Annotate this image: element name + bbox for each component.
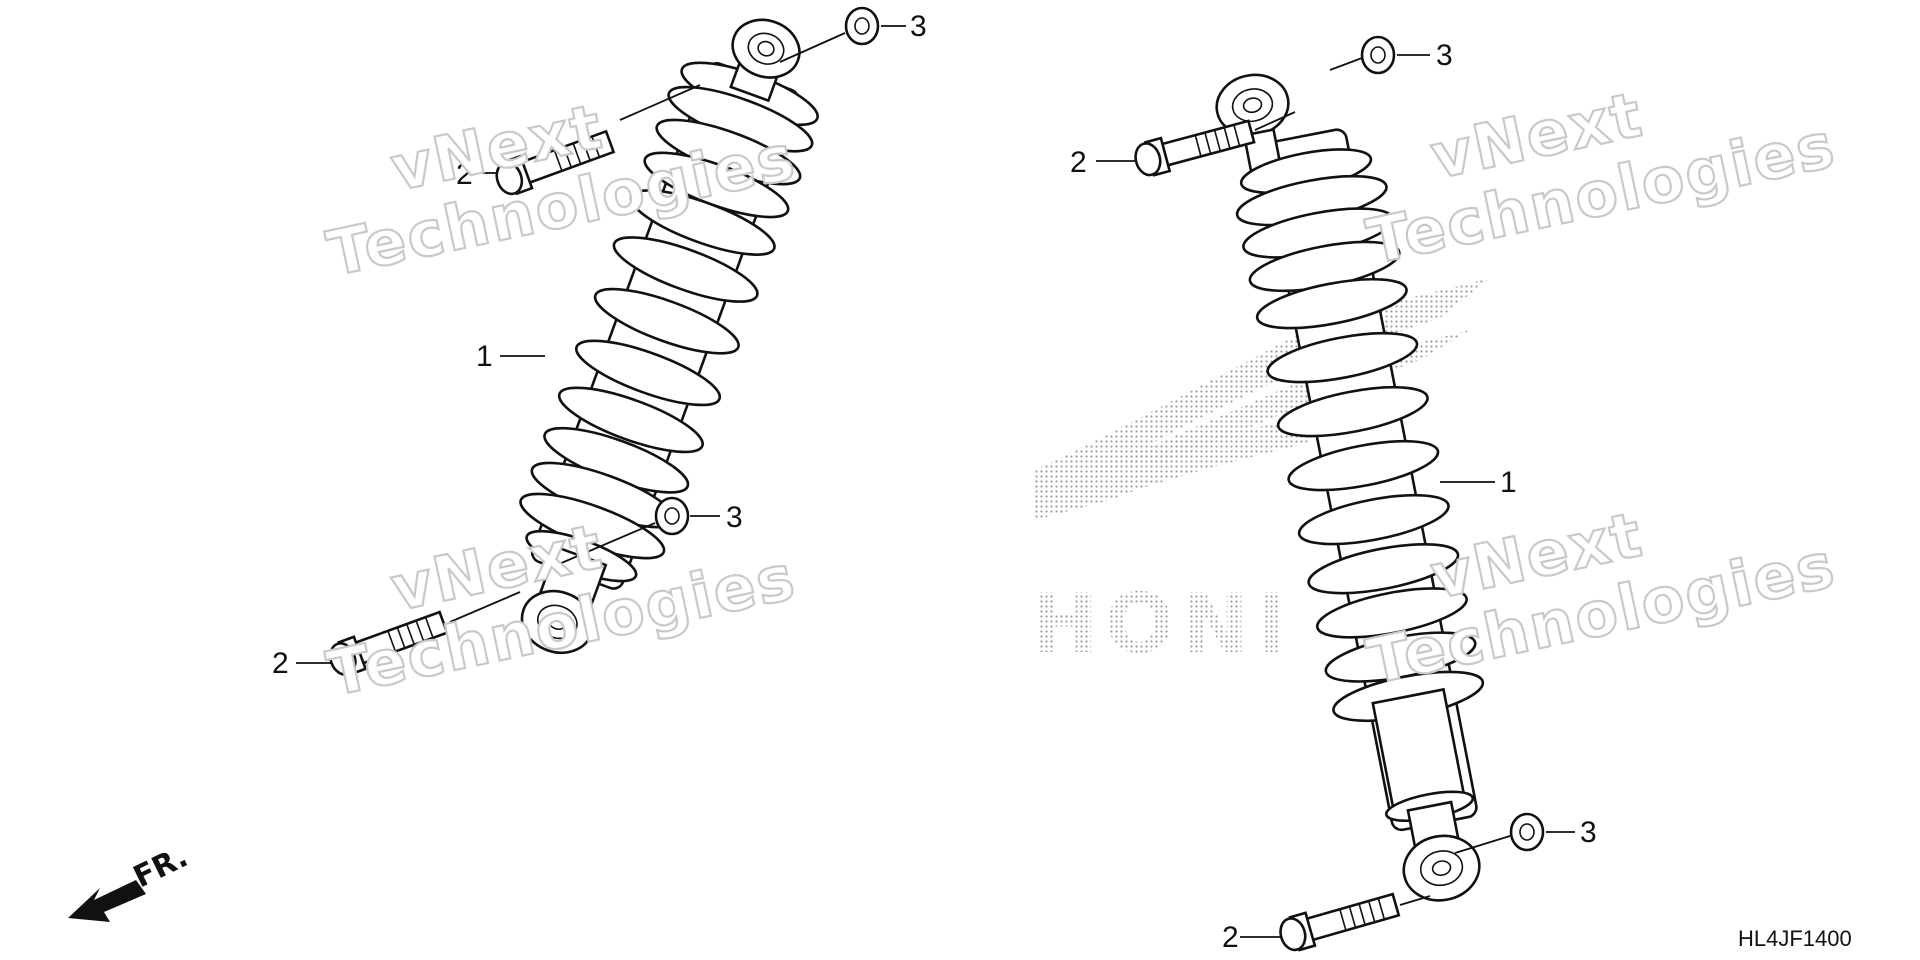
left-top-bolt xyxy=(495,129,616,196)
left-spring-coils xyxy=(519,85,814,560)
front-direction-arrow: FR. xyxy=(68,839,193,922)
left-shock-absorber xyxy=(519,18,819,654)
right-bottom-nut xyxy=(1509,812,1545,852)
right-shock-absorber xyxy=(1215,73,1485,902)
callout-left-shock: 1 xyxy=(476,340,493,373)
right-spring-coils xyxy=(1235,174,1485,723)
diagram-code: HL4JF1400 xyxy=(1738,926,1852,951)
callout-left-top-nut: 3 xyxy=(910,10,927,43)
callout-left-top-bolt: 2 xyxy=(456,158,473,191)
arrow-icon xyxy=(68,880,146,922)
left-top-nut xyxy=(844,6,880,46)
honda-brand-text: HONI xyxy=(1030,577,1291,672)
left-bottom-bolt xyxy=(328,610,449,676)
right-top-nut xyxy=(1360,35,1396,75)
callout-left-bottom-bolt: 2 xyxy=(272,647,289,680)
right-top-bolt xyxy=(1134,119,1256,177)
callout-left-bottom-nut: 3 xyxy=(726,501,743,534)
callout-right-top-nut: 3 xyxy=(1436,39,1453,72)
left-bottom-nut xyxy=(654,496,690,536)
callout-right-bottom-bolt: 2 xyxy=(1222,921,1239,954)
callout-leaders xyxy=(296,25,1575,938)
assembly-guide-lines xyxy=(449,32,1511,906)
callout-right-shock: 1 xyxy=(1500,466,1517,499)
callout-labels: 3 2 1 3 2 3 2 1 3 2 xyxy=(272,10,1597,954)
callout-right-bottom-nut: 3 xyxy=(1580,816,1597,849)
callout-right-top-bolt: 2 xyxy=(1070,146,1087,179)
right-bottom-bolt xyxy=(1279,892,1401,952)
